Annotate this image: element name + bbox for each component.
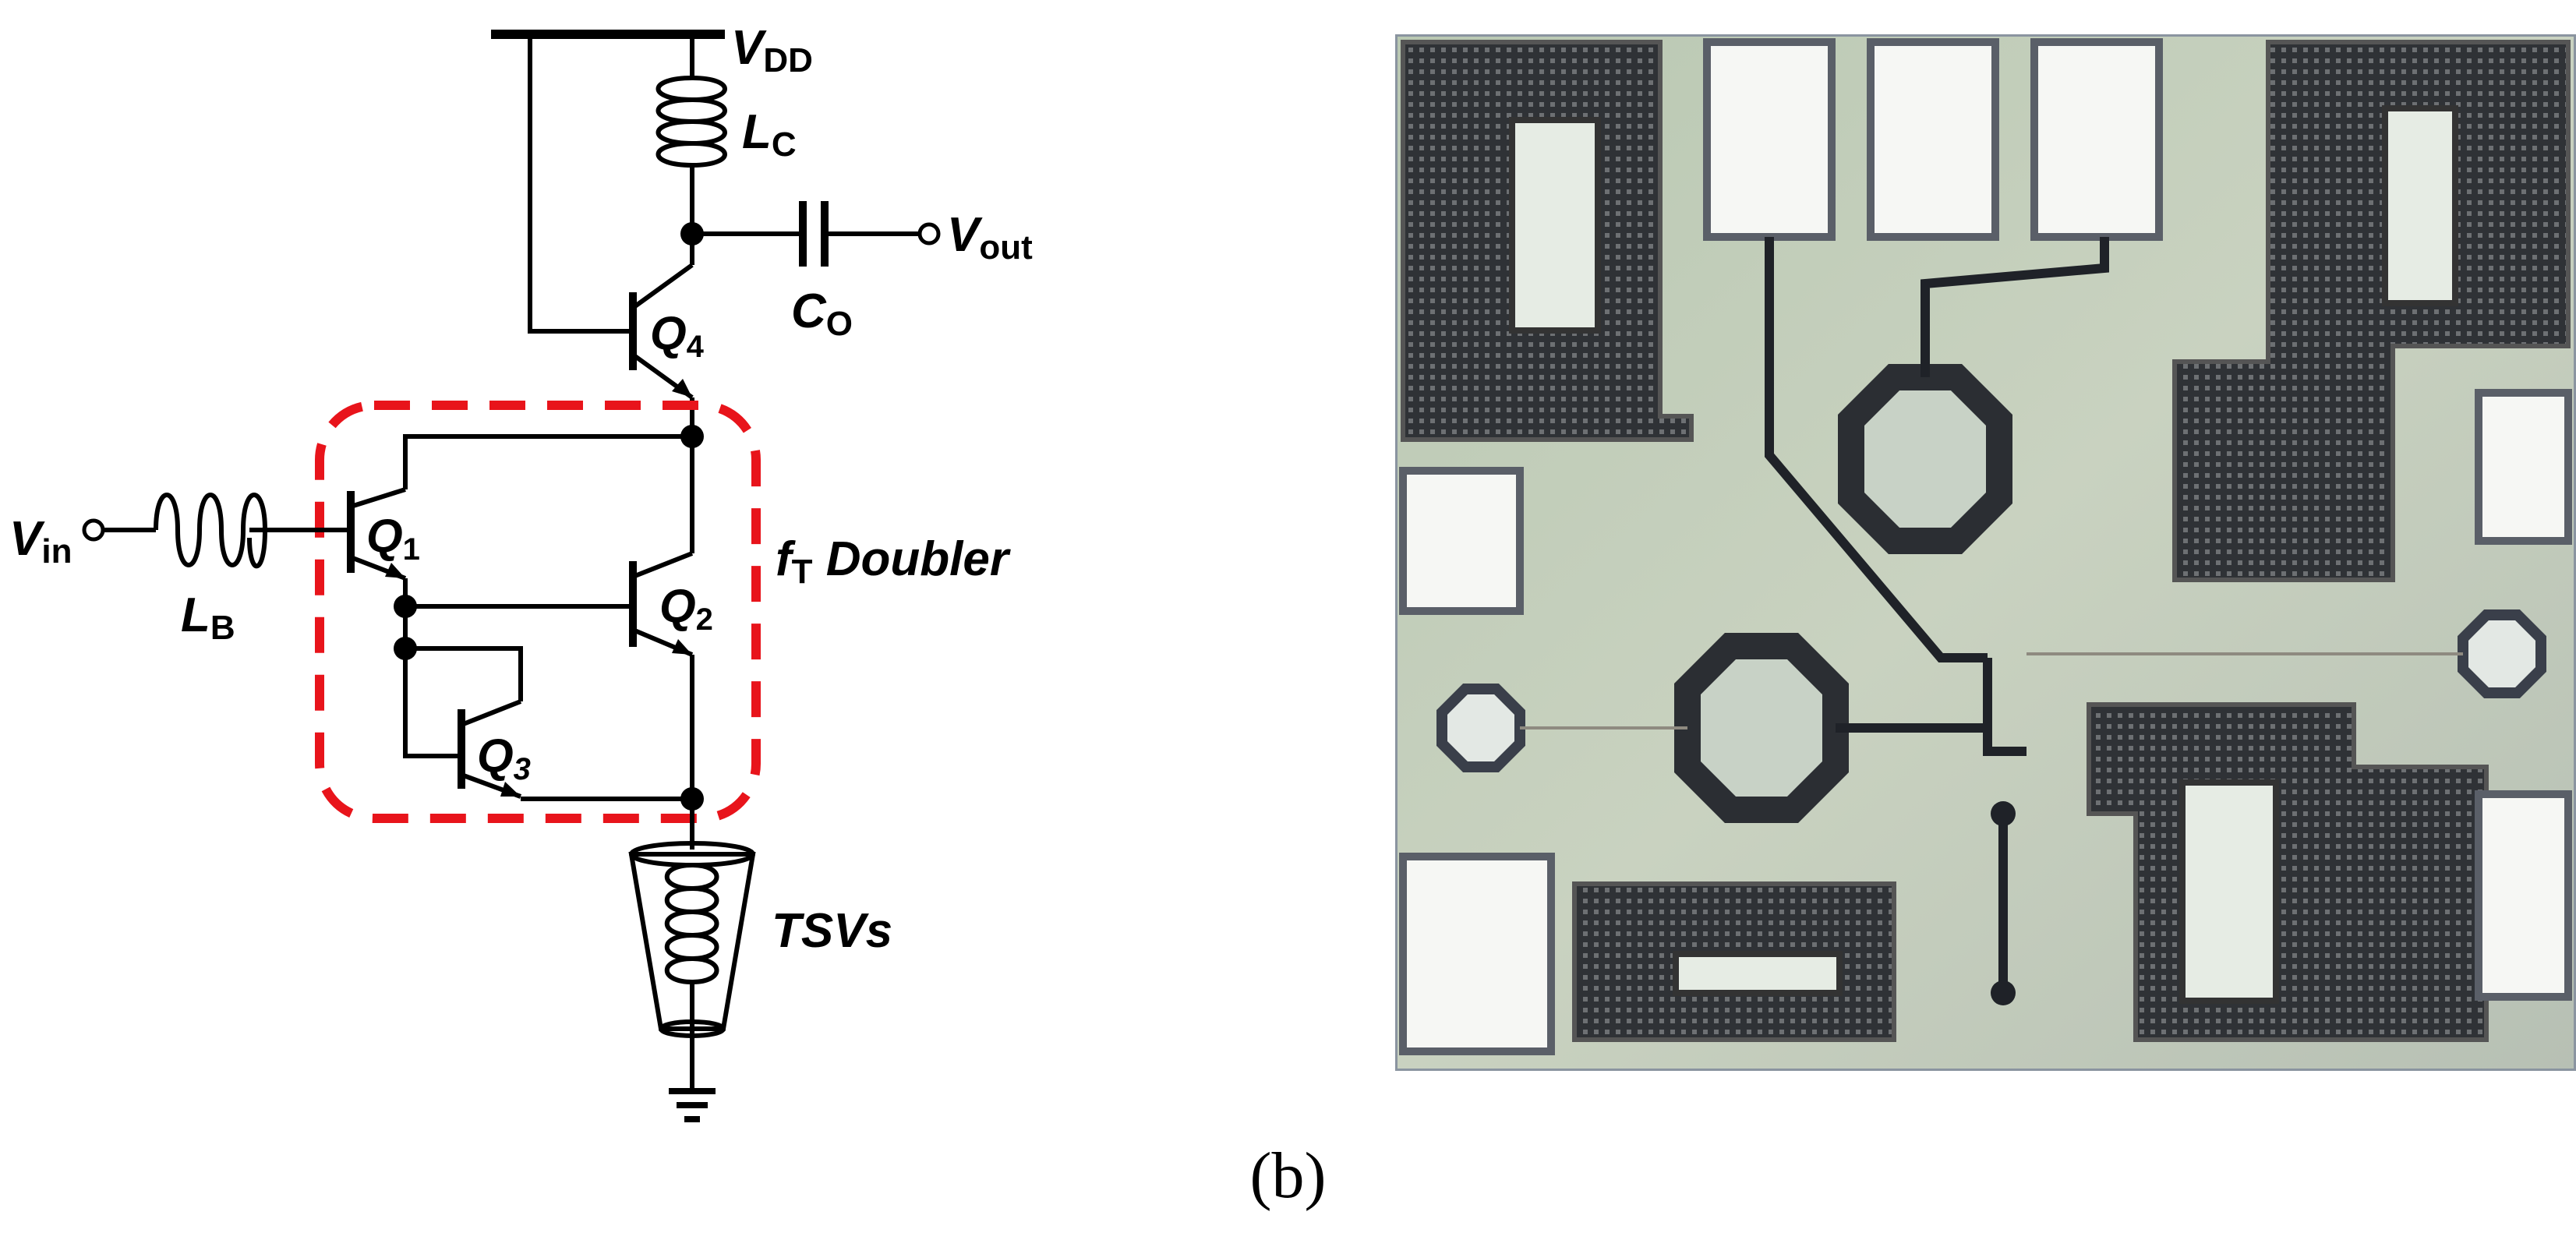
vin-label: Vin bbox=[9, 512, 72, 571]
ground-icon bbox=[669, 1088, 716, 1122]
lc-label: LC bbox=[742, 105, 797, 164]
q2-label: Q2 bbox=[659, 580, 713, 637]
ft-doubler-label: fT Doubler bbox=[776, 532, 1011, 591]
vin-terminal bbox=[82, 518, 105, 542]
circuit-schematic: VDD LC CO Vout Vin LB Q1 Q2 Q3 Q4 fT Dou… bbox=[9, 21, 1033, 1122]
tsvs-label: TSVs bbox=[772, 904, 892, 958]
lb-label: LB bbox=[181, 588, 235, 647]
chip-micrograph bbox=[1395, 34, 2576, 1071]
q3-label: Q3 bbox=[477, 730, 531, 786]
q1-label: Q1 bbox=[366, 510, 420, 567]
lc-inductor bbox=[655, 76, 727, 168]
vout-label: Vout bbox=[947, 208, 1033, 267]
vout-terminal bbox=[917, 222, 941, 246]
figure-caption: (b) bbox=[1249, 1139, 1327, 1212]
lb-inductor bbox=[154, 493, 268, 569]
co-label: CO bbox=[791, 284, 853, 343]
q4-base-wire bbox=[528, 34, 630, 334]
q4-label: Q4 bbox=[650, 307, 705, 364]
vdd-label: VDD bbox=[731, 21, 813, 79]
